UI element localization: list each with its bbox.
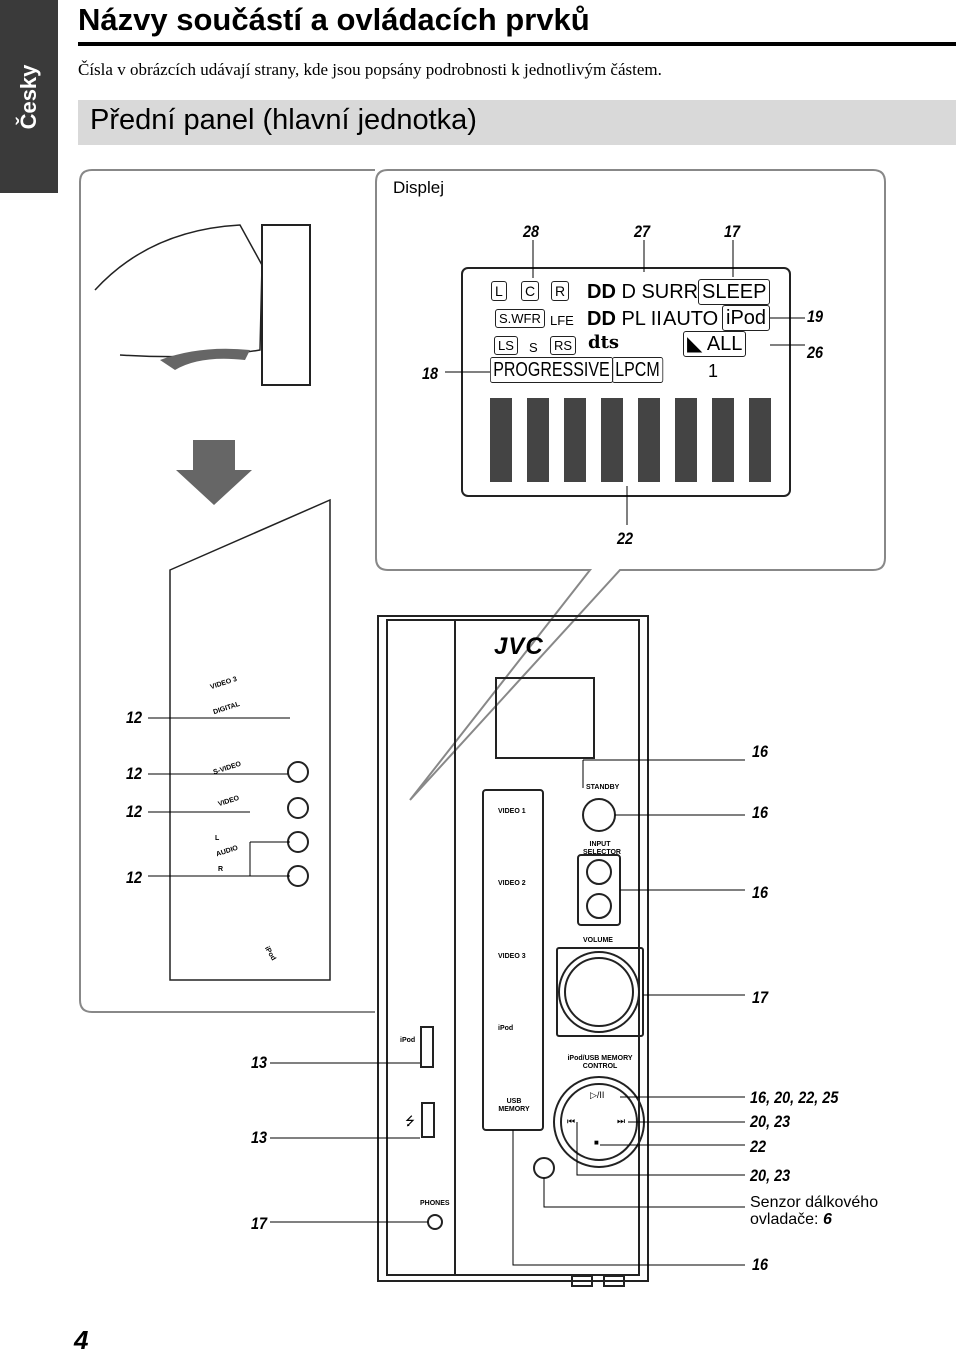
indicator-pl2: DD PL II (587, 308, 662, 330)
indicator-lfe: LFE (550, 313, 574, 328)
indicator-r: R (551, 281, 570, 301)
callout-number: 13 (251, 1053, 268, 1072)
rotate-arrow-icon (160, 348, 250, 370)
callout-number: 12 (126, 764, 143, 783)
label-usb-memory: USB MEMORY (498, 1098, 530, 1113)
remote-sensor (533, 1157, 555, 1179)
callout-number: 12 (126, 868, 143, 887)
indicator-sleep: SLEEP (698, 279, 771, 305)
callout-number: 12 (126, 802, 143, 821)
callout-number: 27 (634, 222, 651, 241)
callout-number: 20, 23 (750, 1112, 791, 1131)
callout-number: 12 (126, 708, 143, 727)
display-outline (461, 267, 791, 497)
indicator-rs: RS (550, 336, 577, 355)
indicator-ls: LS (494, 336, 518, 355)
indicator-lpcm: LPCM (612, 357, 663, 383)
usb-icon: ⭍ (405, 1114, 415, 1128)
indicator-s: S (529, 340, 538, 355)
language-tab: Česky (0, 0, 58, 193)
stop-icon: ■ (594, 1138, 599, 1147)
label-ipod-usb-control: iPod/USB MEMORY CONTROL (567, 1055, 633, 1070)
indicator-one: 1 (708, 361, 719, 381)
indicator-swfr: S.WFR (495, 309, 545, 328)
label-video2: VIDEO 2 (498, 880, 526, 887)
indicator-l: L (491, 281, 507, 301)
display-callout-bubble (375, 169, 886, 801)
next-icon: ⏭ (617, 1116, 626, 1126)
ipod-port (420, 1026, 434, 1068)
title-rule (78, 42, 956, 46)
callout-number: 16 (752, 742, 769, 761)
indicator-progressive: PROGRESSIVE (490, 357, 613, 383)
volume-knob (558, 951, 640, 1033)
indicator-c: C (521, 281, 540, 301)
power-button (582, 798, 616, 832)
page-title: Názvy součástí a ovládacích prvků (78, 2, 590, 37)
label-ipod: iPod (498, 1025, 514, 1032)
page-number: 4 (74, 1325, 89, 1355)
section-header: Přední panel (hlavní jednotka) (78, 100, 956, 145)
indicator-dd-surr: DD D SURR (587, 281, 699, 303)
repeat-icon: ◣ (687, 333, 707, 355)
callout-number: 17 (251, 1214, 268, 1233)
callout-number: 17 (724, 222, 741, 241)
callout-number: 13 (251, 1128, 268, 1147)
callout-number: 22 (750, 1137, 767, 1156)
play-pause-icon: ▷/II (590, 1090, 605, 1100)
callout-number: 19 (807, 307, 824, 326)
sensor-page-ref: 6 (822, 1210, 832, 1228)
side-panel (169, 498, 331, 981)
hand-drawing (94, 224, 263, 358)
dot-matrix (490, 398, 771, 482)
indicator-auto: AUTO (663, 308, 719, 330)
indicator-ipod: iPod (722, 305, 771, 331)
callout-number: 16 (752, 1255, 769, 1274)
input-up-button (586, 859, 612, 885)
callout-number: 28 (523, 222, 540, 241)
section-title: Přední panel (hlavní jednotka) (90, 104, 477, 136)
input-down-button (586, 893, 612, 919)
down-arrow-icon (176, 440, 252, 505)
usb-port (421, 1102, 435, 1138)
callout-number: 16 (752, 883, 769, 902)
previous-icon: ⏮ (567, 1116, 576, 1126)
label-volume: VOLUME (583, 937, 613, 944)
subtitle: Čísla v obrázcích udávají strany, kde js… (78, 60, 662, 79)
callout-number: 16, 20, 22, 25 (750, 1088, 839, 1107)
indicator-repeat-all: ◣ ALL (683, 331, 747, 357)
label-video1: VIDEO 1 (498, 808, 526, 815)
phones-jack (427, 1214, 443, 1230)
label-input-selector: INPUT SELECTOR (583, 841, 621, 856)
label-audio-r: R (218, 866, 224, 873)
label-phones: PHONES (420, 1200, 450, 1207)
callout-number: 18 (422, 364, 439, 383)
label-video3: VIDEO 3 (498, 953, 526, 960)
indicator-dts: dts (588, 332, 620, 353)
label-audio-l: L (215, 835, 220, 842)
callout-number: 16 (752, 803, 769, 822)
callout-number: 26 (807, 343, 824, 362)
label-ipod-port: iPod (400, 1037, 416, 1044)
remote-sensor-label: Senzor dálkového ovladače: 6 (750, 1194, 879, 1229)
label-standby: STANDBY (586, 784, 620, 791)
illustration-frame (79, 169, 375, 1013)
sensor-label-line1: Senzor dálkového (750, 1194, 879, 1211)
sensor-label-line2: ovladače: (750, 1210, 823, 1228)
display-label: Displej (393, 178, 445, 197)
callout-number: 17 (752, 988, 769, 1007)
brand-logo: JVC (494, 633, 544, 660)
callout-number: 22 (617, 529, 634, 548)
callout-number: 20, 23 (750, 1166, 791, 1185)
